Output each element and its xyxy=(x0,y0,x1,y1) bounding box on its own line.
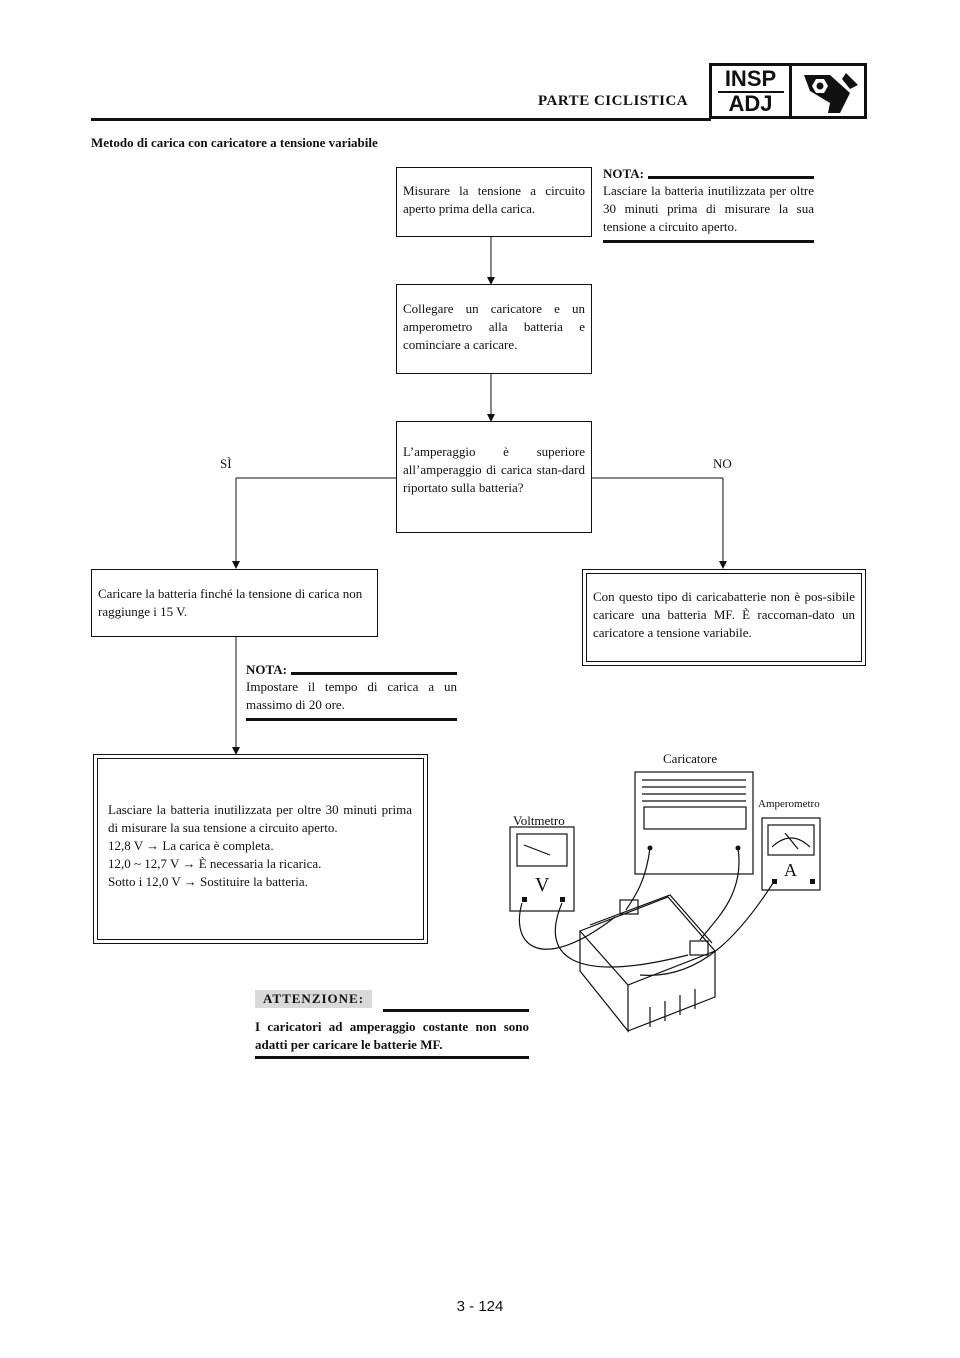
no-label: NO xyxy=(713,456,732,471)
note-rule xyxy=(647,175,814,179)
step-measure-box: Misurare la tensione a circuito aperto p… xyxy=(396,167,592,237)
step-measure-text: Misurare la tensione a circuito aperto p… xyxy=(403,183,585,216)
badge-top-text: INSP xyxy=(724,66,777,91)
final-check-line: Lasciare la batteria inutilizzata per ol… xyxy=(108,802,412,835)
caution-bottom-rule xyxy=(255,1056,529,1059)
note-bottom-rule xyxy=(246,718,457,721)
battery-charging-illustration: Caricatore Amperometro Voltmetro V A xyxy=(509,751,821,1033)
note-charge-time: NOTA: Impostare il tempo di carica a un … xyxy=(246,662,457,721)
final-check-line: Sotto i 12,0 V → Sostituire la batteria. xyxy=(108,874,308,889)
insp-adj-badge: INSP ADJ xyxy=(709,63,867,119)
ammeter-body xyxy=(761,817,821,891)
note-text: Lasciare la batteria inutilizzata per ol… xyxy=(603,183,814,234)
final-check-box: Lasciare la batteria inutilizzata per ol… xyxy=(93,754,428,944)
ammeter-symbol: A xyxy=(784,860,797,880)
step-connect-text: Collegare un caricatore e un amperometro… xyxy=(403,301,585,352)
decision-text: L’amperaggio è superiore all’amperaggio … xyxy=(403,444,585,495)
voltmeter-symbol: V xyxy=(535,874,550,896)
note-title: NOTA: xyxy=(246,662,287,677)
no-action-box: Con questo tipo di caricabatterie non è … xyxy=(582,569,866,666)
badge-divider xyxy=(718,91,784,93)
badge-bottom-text: ADJ xyxy=(728,91,773,116)
wrench-nut-icon xyxy=(804,73,858,113)
no-action-text: Con questo tipo di caricabatterie non è … xyxy=(593,589,855,640)
header-rule xyxy=(91,118,711,121)
charger-body xyxy=(634,771,754,875)
note-title: NOTA: xyxy=(603,166,644,181)
ammeter-label: Amperometro xyxy=(758,798,820,810)
final-check-line: 12,0 ~ 12,7 V → È necessaria la ricarica… xyxy=(108,856,322,871)
badge-text-panel: INSP ADJ xyxy=(712,66,792,116)
page-number: 3 - 124 xyxy=(456,1298,504,1315)
section-title: PARTE CICLISTICA xyxy=(538,93,689,109)
final-check-inner-frame xyxy=(97,758,424,940)
procedure-subtitle: Metodo di carica con caricatore a tensio… xyxy=(91,135,378,150)
yes-action-text: Caricare la batteria finché la tensione … xyxy=(98,586,363,619)
caution-title: ATTENZIONE: xyxy=(255,990,373,1008)
decision-box: L’amperaggio è superiore all’amperaggio … xyxy=(396,421,592,533)
voltmeter-label: Voltmetro xyxy=(513,813,565,828)
charger-label: Caricatore xyxy=(663,751,717,766)
note-rule xyxy=(290,671,457,675)
yes-action-box: Caricare la batteria finché la tensione … xyxy=(91,569,378,637)
yes-label: SÌ xyxy=(220,456,232,471)
no-action-inner-frame xyxy=(586,573,862,662)
note-bottom-rule xyxy=(603,240,814,243)
note-text: Impostare il tempo di carica a un massim… xyxy=(246,679,457,712)
note-rest-battery: NOTA: Lasciare la batteria inutilizzata … xyxy=(603,166,814,243)
step-connect-box: Collegare un caricatore e un amperometro… xyxy=(396,284,592,374)
final-check-line: 12,8 V → La carica è completa. xyxy=(108,838,274,853)
final-check-text: Lasciare la batteria inutilizzata per ol… xyxy=(108,801,412,891)
caution-rule xyxy=(383,1009,529,1012)
caution-text: I caricatori ad amperaggio costante non … xyxy=(255,1019,529,1052)
